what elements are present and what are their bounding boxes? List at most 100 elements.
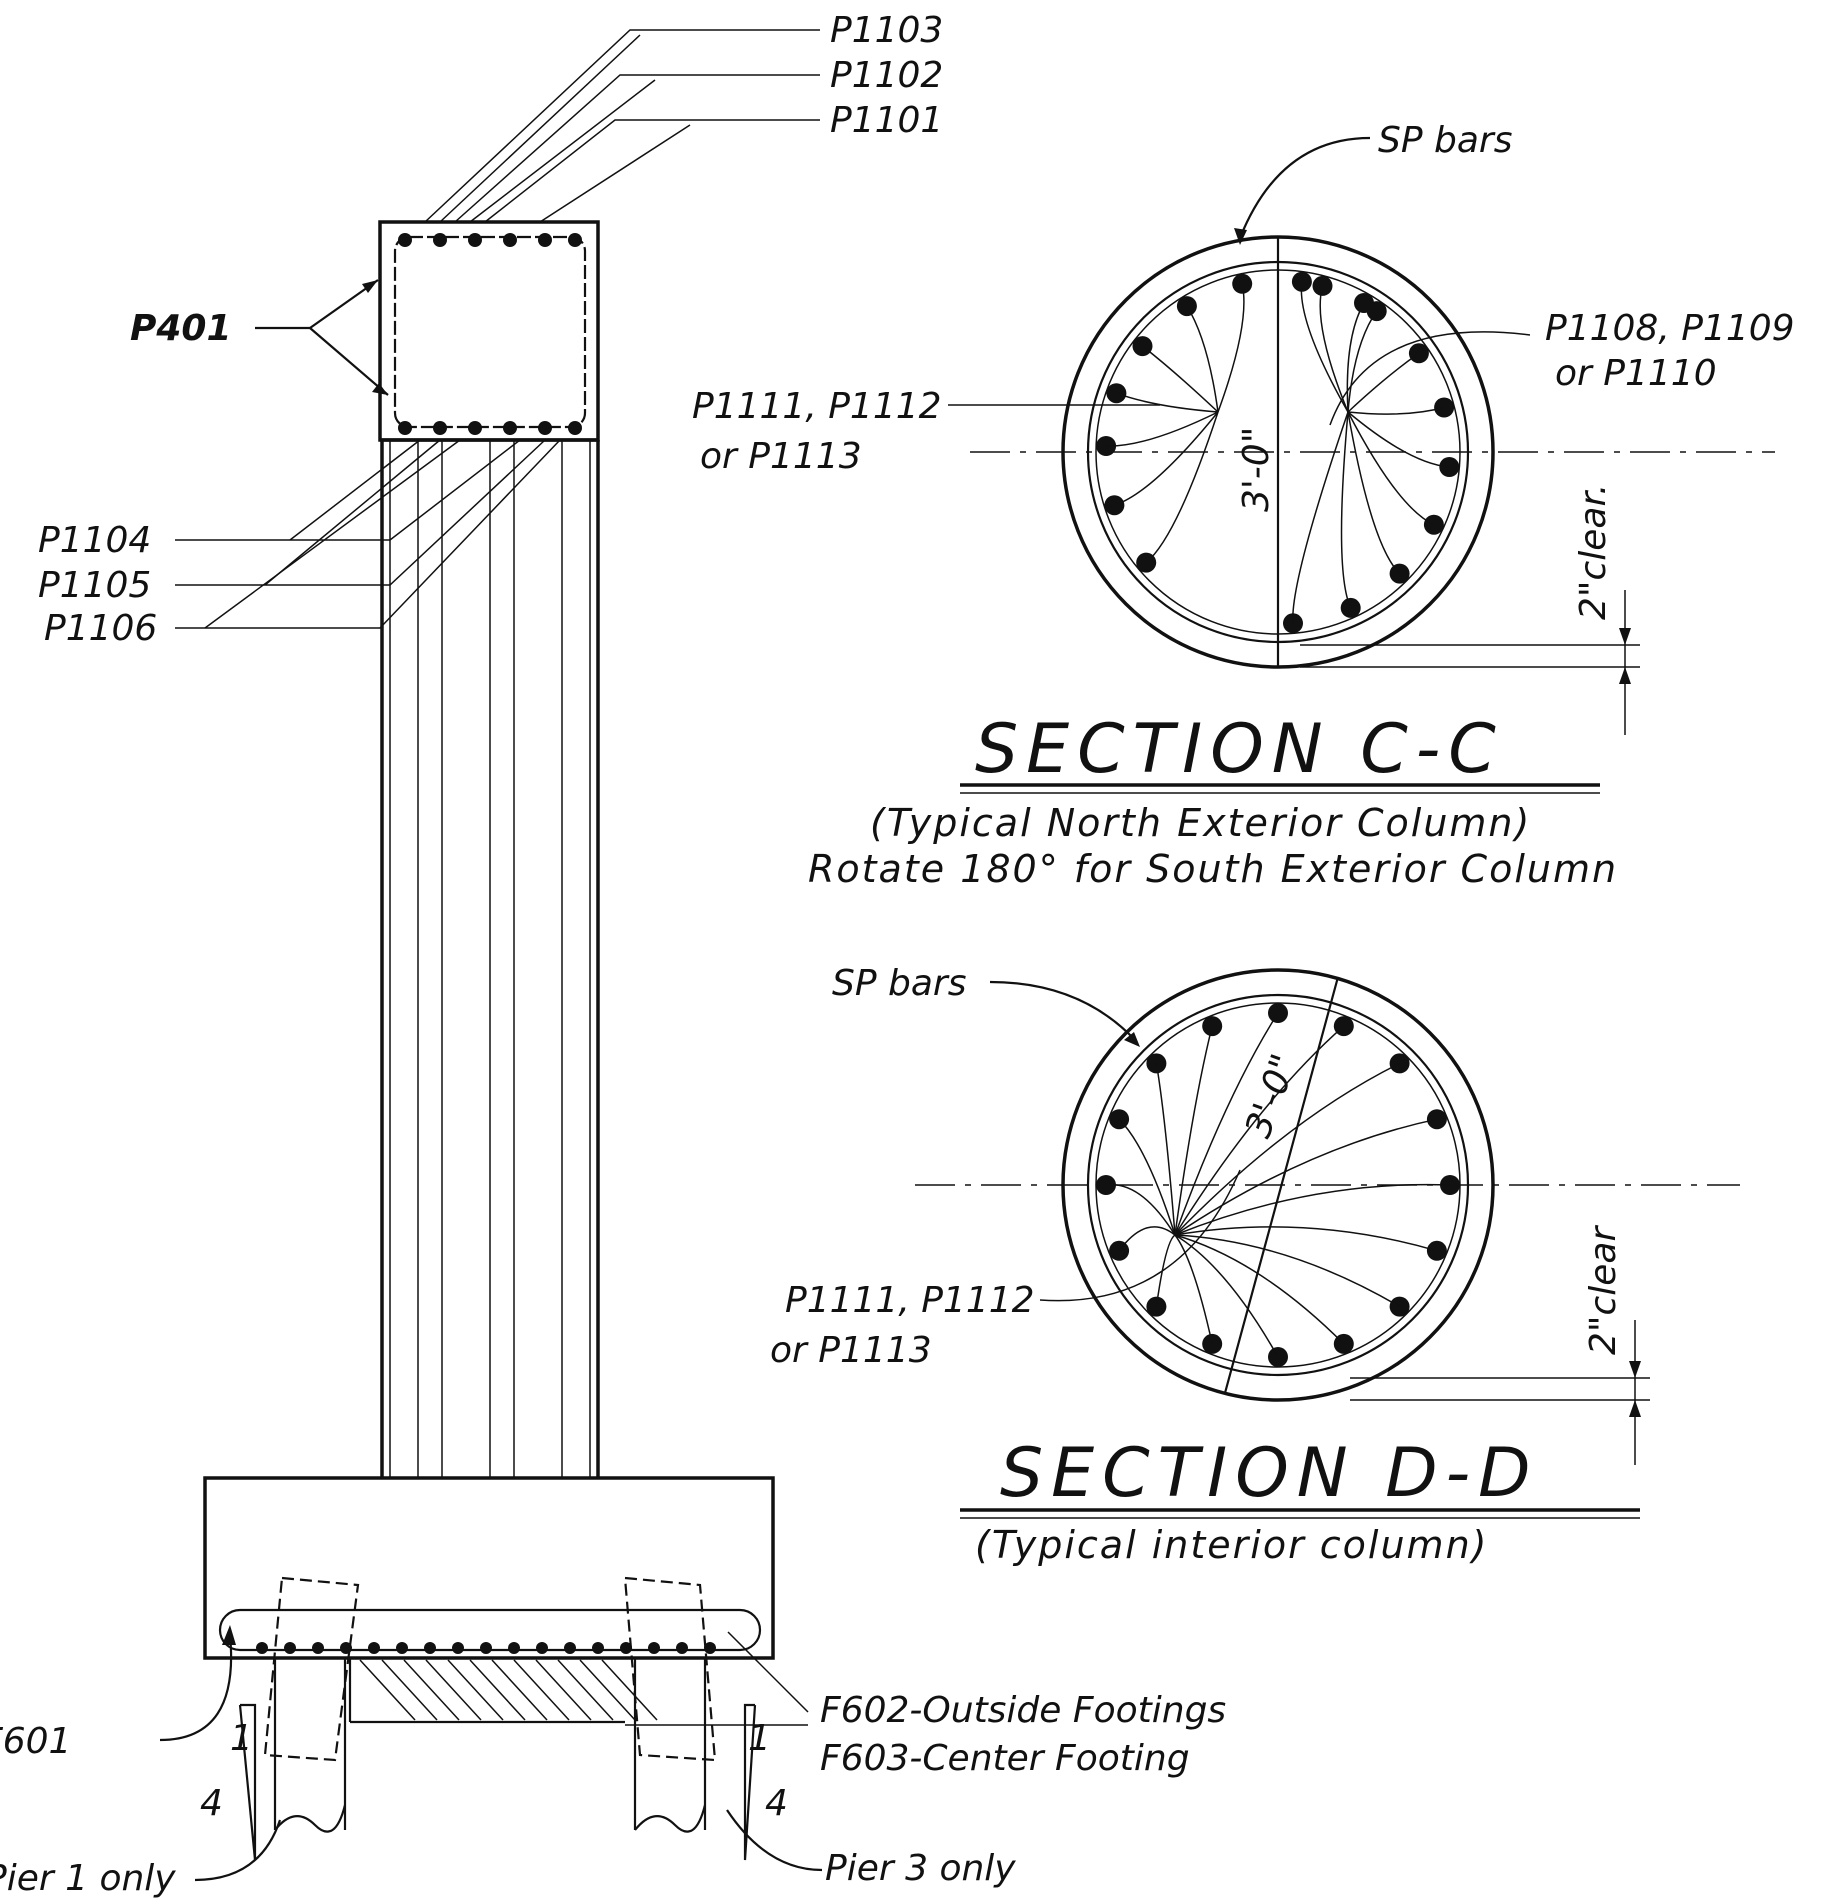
section-d-bars: [1096, 1003, 1460, 1367]
sec-c-diameter: 3'-0": [1236, 427, 1277, 512]
bar-leader: [1347, 411, 1435, 526]
bar-leader: [1114, 411, 1219, 506]
column-elevation: [175, 29, 820, 1478]
rebar-dot: [452, 1642, 464, 1654]
bar-leader: [1347, 352, 1420, 413]
bar-leader: [1300, 281, 1349, 413]
section-d-d: [915, 968, 1740, 1519]
sec-d-sp-bars: SP bars: [832, 963, 966, 1004]
bar-leader: [1174, 1234, 1279, 1358]
rebar-dot: [648, 1642, 660, 1654]
bar-leader: [1174, 1118, 1438, 1236]
hatch-line: [469, 1659, 526, 1721]
batter-right: 4: [765, 1783, 788, 1824]
rebar-dot: [398, 233, 412, 247]
hatch-line: [579, 1659, 636, 1721]
bar-leader: [1174, 1183, 1451, 1236]
bar-leader: [1186, 305, 1219, 413]
column-cap: [378, 220, 600, 442]
rebar-dot: [503, 233, 517, 247]
rebar-dot: [468, 233, 482, 247]
rebar-dot: [368, 1642, 380, 1654]
hatch-line: [381, 1659, 438, 1721]
bar-leader: [1174, 1012, 1279, 1236]
bar-leader: [1319, 285, 1349, 413]
bar-leader: [1174, 1234, 1345, 1345]
label-p1106: P1106: [44, 608, 157, 649]
bar-leader: [1105, 1183, 1176, 1236]
bar-leader: [1155, 1234, 1176, 1307]
bar-leader: [1347, 411, 1401, 575]
label-pier1: Pier 1 only: [0, 1858, 176, 1898]
bar-leader: [1174, 1025, 1345, 1236]
rebar-dot: [676, 1642, 688, 1654]
label-p1103: P1103: [830, 10, 943, 51]
rebar-dot: [538, 421, 552, 435]
sec-c-sp-bars: SP bars: [1378, 120, 1512, 161]
rebar-dot: [396, 1642, 408, 1654]
label-p1102: P1102: [830, 55, 943, 96]
bar-leader: [1347, 406, 1445, 415]
sec-c-clear: 2"clear.: [1573, 484, 1614, 620]
rebar-dot: [704, 1642, 716, 1654]
rebar-dot: [568, 233, 582, 247]
bar-leader: [1118, 1118, 1176, 1236]
rebar-dot: [503, 421, 517, 435]
bar-leader: [1347, 411, 1450, 468]
rebar-dot: [284, 1642, 296, 1654]
bar-leader: [1174, 1234, 1400, 1308]
label-f601: F601: [0, 1721, 71, 1762]
bar-leader: [1347, 310, 1378, 413]
batter-right-top: 1: [748, 1718, 771, 1759]
hatch-line: [491, 1659, 548, 1721]
rebar-dot: [592, 1642, 604, 1654]
footing-block: [203, 1476, 775, 1660]
rebar-dot: [564, 1642, 576, 1654]
footing-elevation: [159, 1476, 823, 1882]
sec-c-right-bars-2: or P1110: [1555, 353, 1717, 394]
sec-d-bars-1: P1111, P1112: [785, 1280, 1035, 1321]
rebar-dot: [480, 1642, 492, 1654]
sec-d-title: SECTION D-D: [1000, 1434, 1538, 1513]
rebar-dot: [312, 1642, 324, 1654]
rebar-dot: [424, 1642, 436, 1654]
bar-leader: [1142, 345, 1219, 413]
sec-c-right-bars-1: P1108, P1109: [1545, 308, 1795, 349]
sec-d-clear: 2"clear: [1583, 1225, 1624, 1355]
label-p1104: P1104: [38, 520, 151, 561]
bar-leader: [1292, 411, 1349, 624]
section-c-bars: [1096, 271, 1460, 634]
rebar-dot: [468, 421, 482, 435]
label-f602: F602-Outside Footings: [820, 1690, 1226, 1731]
sec-c-title: SECTION C-C: [975, 710, 1504, 789]
hatch-line: [601, 1659, 658, 1721]
bar-leader: [1155, 1063, 1176, 1236]
bar-leader: [1106, 411, 1219, 447]
hatch-line: [447, 1659, 504, 1721]
rebar-dot: [433, 421, 447, 435]
hatch-line: [359, 1659, 416, 1721]
label-pier3: Pier 3 only: [825, 1848, 1016, 1889]
label-f603: F603-Center Footing: [820, 1738, 1190, 1779]
batter-left-top: 1: [230, 1718, 253, 1759]
sec-c-left-bars-1: P1111, P1112: [692, 386, 942, 427]
bar-leader: [1145, 411, 1219, 564]
rebar-dot: [256, 1642, 268, 1654]
bar-leader: [1116, 392, 1219, 413]
bar-leader: [1174, 1025, 1213, 1236]
sec-d-bars-2: or P1113: [770, 1330, 932, 1371]
rebar-dot: [568, 421, 582, 435]
sec-d-subtitle: (Typical interior column): [975, 1523, 1488, 1567]
hatch-line: [513, 1659, 570, 1721]
rebar-dot: [538, 233, 552, 247]
batter-left: 4: [200, 1783, 223, 1824]
cap-bars: [398, 233, 582, 435]
bar-leader: [1174, 1062, 1400, 1236]
bar-leader: [1346, 302, 1365, 413]
hatch-line: [535, 1659, 592, 1721]
hatch-line: [403, 1659, 460, 1721]
rebar-dot: [620, 1642, 632, 1654]
rebar-dot: [340, 1642, 352, 1654]
